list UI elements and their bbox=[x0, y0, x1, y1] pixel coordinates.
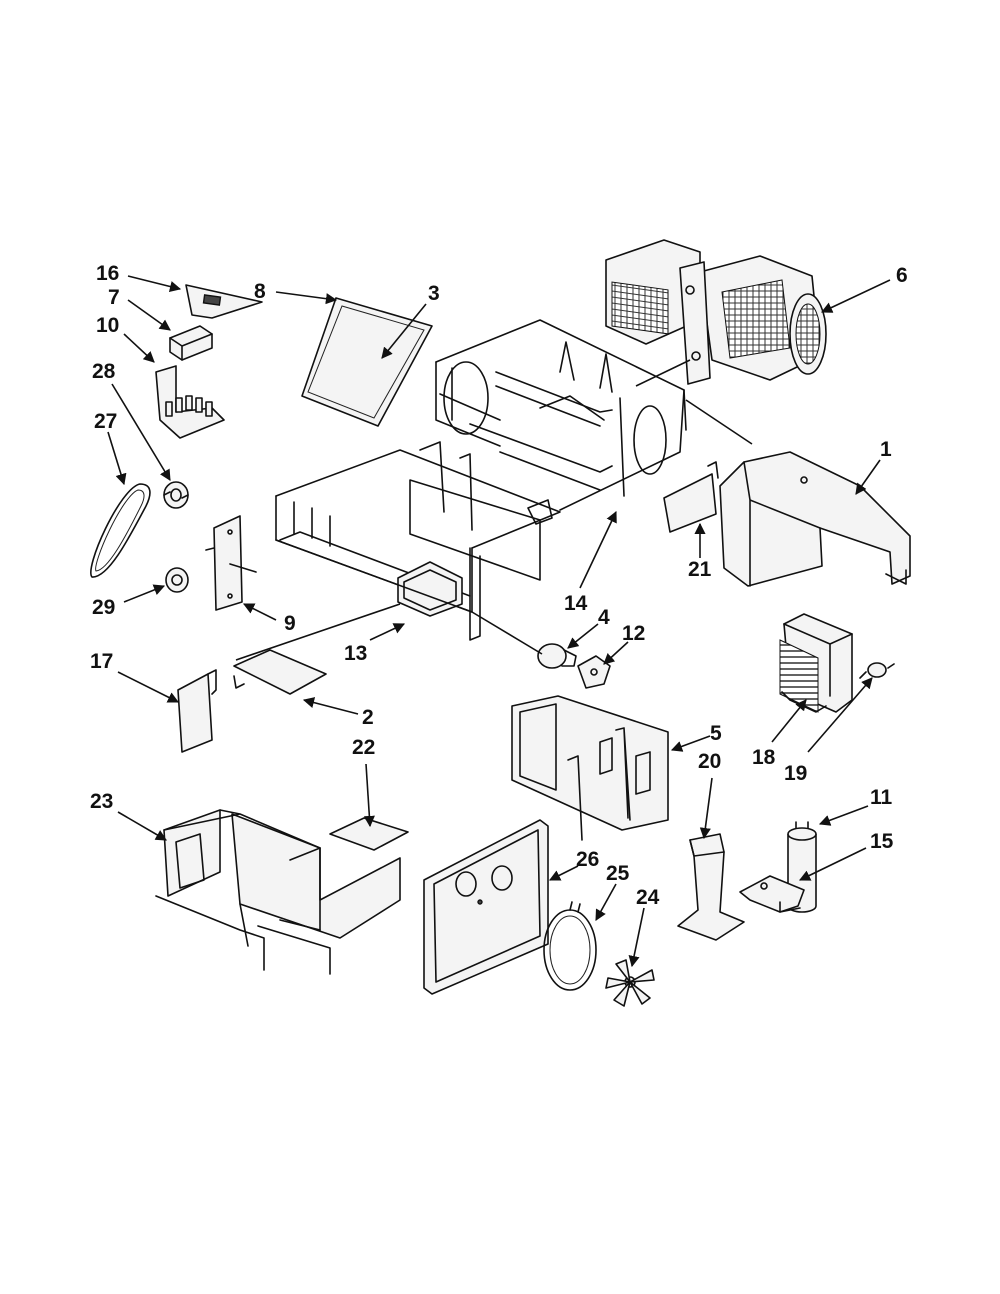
part-2-cover bbox=[233, 649, 327, 695]
part-26-door-frame bbox=[423, 819, 549, 995]
leader-1b bbox=[685, 399, 753, 445]
callout-16: 16 bbox=[96, 262, 119, 285]
part-28-pulley bbox=[163, 481, 189, 509]
leader-13b bbox=[235, 603, 401, 661]
main-chassis bbox=[275, 319, 687, 641]
leader-16 bbox=[127, 275, 182, 292]
leader-13 bbox=[369, 623, 406, 641]
callout-25: 25 bbox=[606, 862, 630, 885]
part-16-plate bbox=[185, 284, 263, 319]
part-29-pulley bbox=[165, 567, 189, 593]
part-7-switch bbox=[169, 325, 213, 361]
part-22-plate bbox=[329, 817, 409, 851]
callout-29: 29 bbox=[92, 596, 115, 619]
callout-15: 15 bbox=[870, 830, 894, 853]
callout-13: 13 bbox=[344, 642, 367, 665]
callout-28: 28 bbox=[92, 360, 116, 383]
callout-7: 7 bbox=[108, 286, 120, 309]
leader-19 bbox=[807, 677, 873, 753]
callout-9: 9 bbox=[284, 612, 296, 635]
callout-labels: 16 7 10 28 27 29 9 8 3 6 1 21 14 13 4 12… bbox=[90, 262, 908, 909]
leader-22 bbox=[363, 763, 375, 828]
leader-11 bbox=[818, 805, 869, 826]
leader-24 bbox=[628, 907, 645, 968]
leader-4 bbox=[567, 623, 599, 649]
callout-4: 4 bbox=[598, 606, 610, 629]
part-8-panel bbox=[301, 297, 433, 427]
leader-12 bbox=[603, 641, 629, 665]
part-15-bracket bbox=[739, 875, 805, 913]
callout-12: 12 bbox=[622, 622, 645, 645]
part-23-cavity bbox=[155, 809, 401, 975]
leader-8 bbox=[275, 291, 338, 305]
leader-4b bbox=[471, 611, 543, 655]
leader-27 bbox=[107, 431, 127, 486]
callout-20: 20 bbox=[698, 750, 721, 773]
part-25-ring bbox=[543, 901, 597, 991]
callout-21: 21 bbox=[688, 558, 712, 581]
leader-23 bbox=[117, 811, 167, 841]
part-12-socket bbox=[577, 655, 611, 689]
leader-26 bbox=[548, 865, 579, 881]
callout-14: 14 bbox=[564, 592, 588, 615]
part-27-belt bbox=[90, 483, 151, 578]
leader-17 bbox=[117, 671, 180, 703]
callout-2: 2 bbox=[362, 706, 374, 729]
leader-7 bbox=[127, 299, 171, 331]
leader-3 bbox=[381, 303, 427, 359]
part-1-air-duct bbox=[719, 451, 911, 587]
leader-6b bbox=[635, 359, 691, 387]
part-21-plate bbox=[663, 461, 719, 533]
callout-18: 18 bbox=[752, 746, 776, 769]
leader-2 bbox=[302, 697, 359, 715]
part-24-fan-blade bbox=[605, 959, 655, 1007]
callout-26: 26 bbox=[576, 848, 599, 871]
part-20-duct bbox=[677, 833, 745, 941]
callout-11: 11 bbox=[870, 786, 893, 809]
part-10-board bbox=[155, 365, 225, 439]
leader-6 bbox=[820, 279, 891, 313]
callout-10: 10 bbox=[96, 314, 119, 337]
callout-22: 22 bbox=[352, 736, 375, 759]
callout-17: 17 bbox=[90, 650, 113, 673]
callout-6: 6 bbox=[896, 264, 908, 287]
callout-27: 27 bbox=[94, 410, 117, 433]
callout-8: 8 bbox=[254, 280, 266, 303]
leader-5 bbox=[670, 735, 711, 752]
leader-18 bbox=[771, 699, 807, 743]
leader-15 bbox=[798, 847, 867, 881]
part-17-bracket bbox=[177, 669, 217, 753]
callout-19: 19 bbox=[784, 762, 807, 785]
leader-10 bbox=[123, 333, 155, 363]
leader-lines bbox=[107, 275, 891, 968]
callout-5: 5 bbox=[710, 722, 722, 745]
part-4-bulb bbox=[537, 643, 577, 669]
leader-29 bbox=[123, 584, 166, 603]
leader-25 bbox=[595, 883, 617, 921]
leader-9 bbox=[242, 603, 277, 621]
leader-1 bbox=[855, 459, 881, 495]
leader-14 bbox=[579, 510, 617, 589]
callout-1: 1 bbox=[880, 438, 892, 461]
part-5-panel bbox=[511, 695, 669, 841]
part-19-thermostat bbox=[859, 662, 895, 679]
part-18-transformer bbox=[779, 613, 853, 713]
leader-28 bbox=[111, 383, 171, 481]
callout-24: 24 bbox=[636, 886, 660, 909]
leader-20 bbox=[699, 777, 713, 840]
part-9-bracket bbox=[205, 515, 257, 611]
callout-23: 23 bbox=[90, 790, 113, 813]
part-6-blower-motor bbox=[605, 239, 827, 385]
callout-3: 3 bbox=[428, 282, 440, 305]
